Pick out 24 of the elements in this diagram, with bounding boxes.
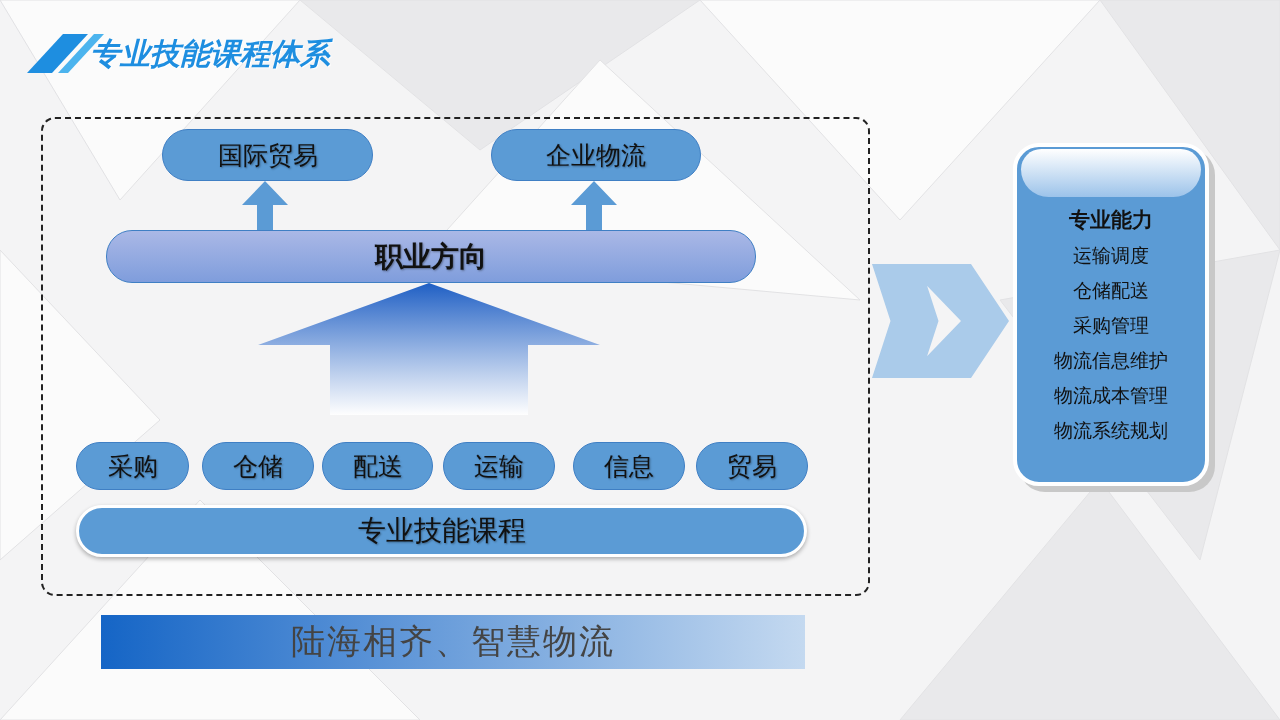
course-pill: 配送 bbox=[322, 442, 433, 490]
ability-item: 物流成本管理 bbox=[1054, 383, 1168, 408]
block-arrow bbox=[242, 181, 288, 230]
slogan-band bbox=[101, 615, 805, 669]
course-pill: 运输 bbox=[443, 442, 555, 490]
dashed-group-frame bbox=[41, 117, 870, 596]
block-arrow bbox=[571, 181, 617, 230]
course-pill: 贸易 bbox=[696, 442, 808, 490]
ability-item: 物流信息维护 bbox=[1054, 348, 1168, 373]
career-pill: 国际贸易 bbox=[162, 129, 373, 181]
course-pill: 采购 bbox=[76, 442, 189, 490]
ability-item: 物流系统规划 bbox=[1054, 418, 1168, 443]
course-pill: 信息 bbox=[573, 442, 685, 490]
course-pill: 仓储 bbox=[202, 442, 314, 490]
panel-heading: 专业能力 bbox=[1069, 207, 1153, 234]
ability-item: 运输调度 bbox=[1073, 243, 1149, 268]
course-base-bar: 专业技能课程 bbox=[76, 505, 807, 557]
ability-item: 仓储配送 bbox=[1073, 278, 1149, 303]
career-pill: 企业物流 bbox=[491, 129, 701, 181]
block-arrow bbox=[258, 283, 600, 415]
ability-item: 采购管理 bbox=[1073, 313, 1149, 338]
direction-bar: 职业方向 bbox=[106, 230, 756, 283]
slogan-text: 陆海相齐、智慧物流 bbox=[291, 620, 615, 663]
chevron-arrow bbox=[872, 264, 1009, 378]
